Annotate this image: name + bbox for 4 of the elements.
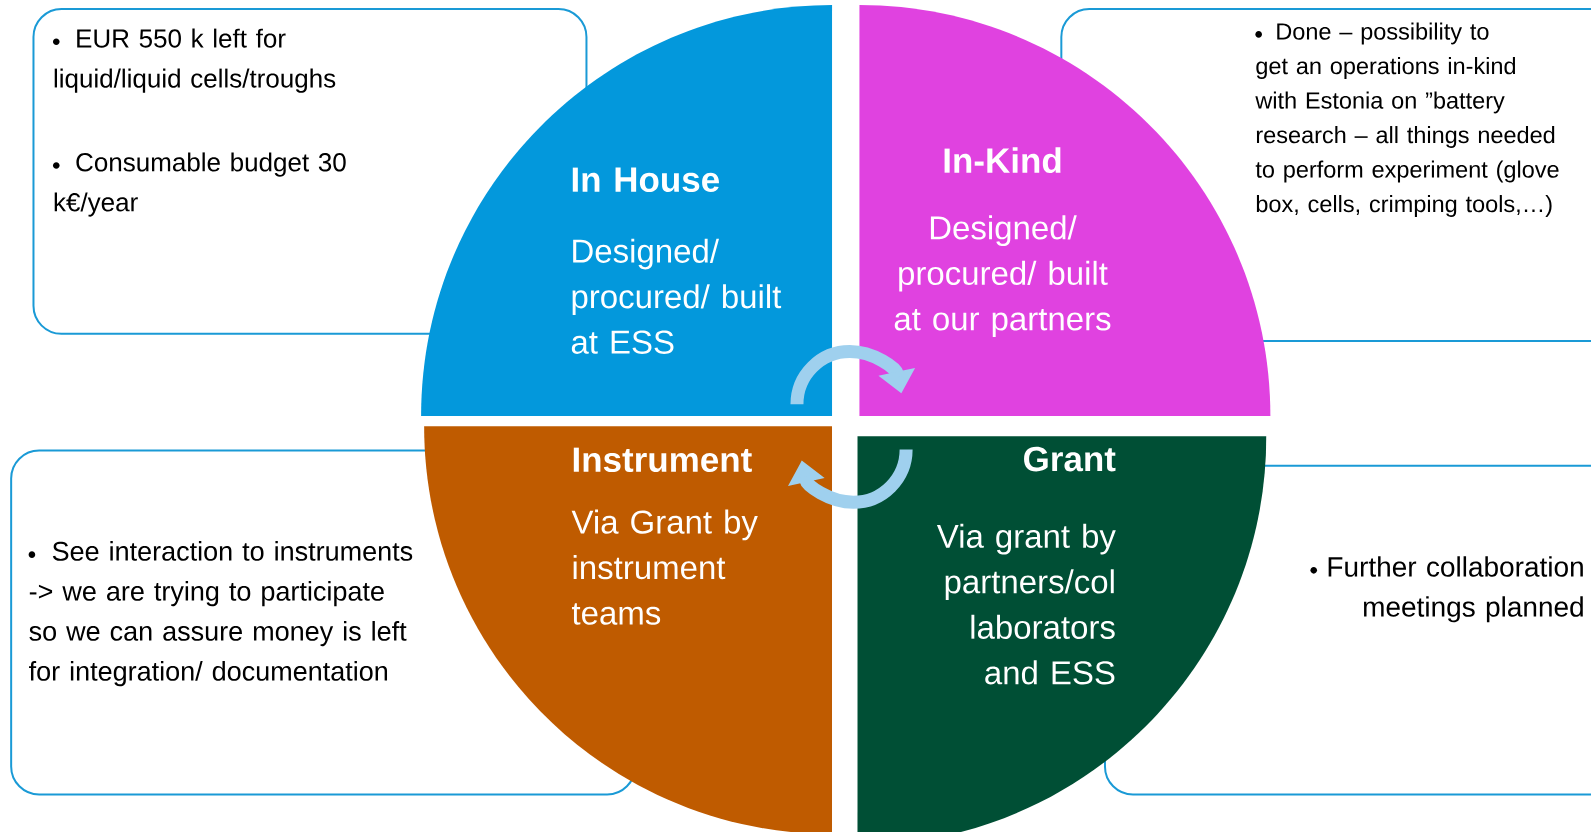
quadrant: Instrument Via Grant by instrument teams: [424, 426, 833, 832]
curved-arrow: [790, 345, 916, 405]
quadrant: Grant Via grant by partners/col laborators and ESS: [857, 436, 1267, 832]
quadrant: In House Designed/ procured/ built at ESS: [421, 5, 833, 416]
